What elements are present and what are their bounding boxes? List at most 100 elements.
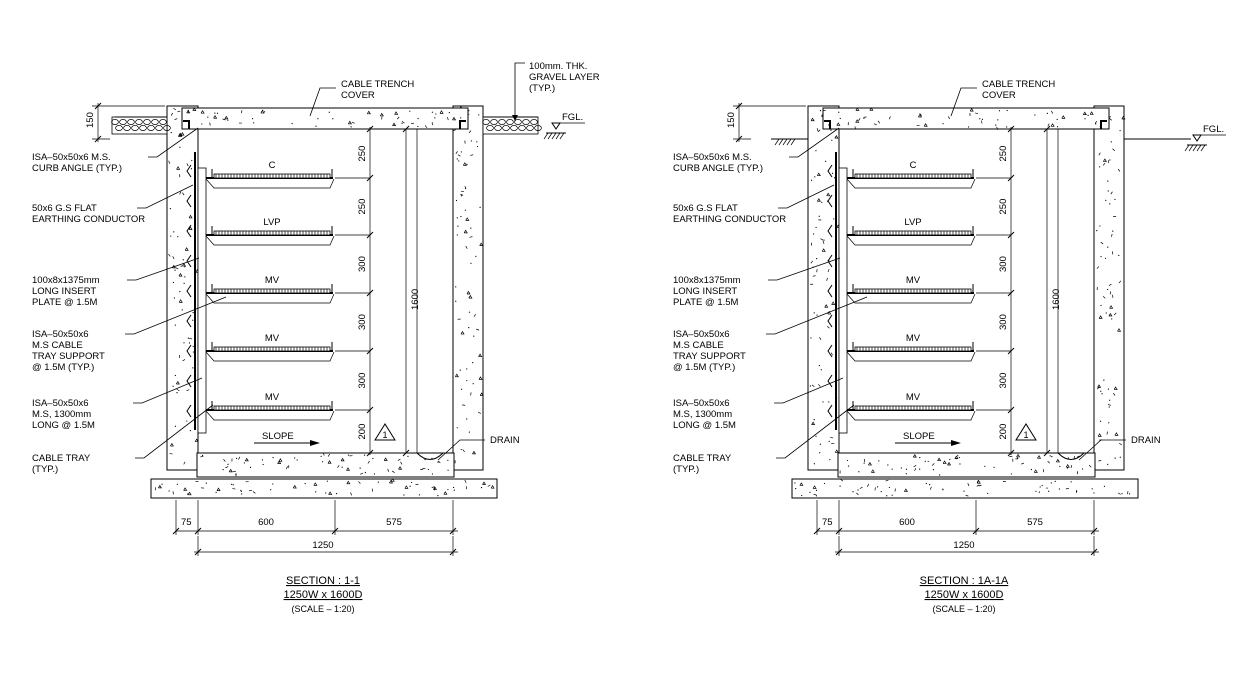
- concrete-dot: [243, 462, 245, 464]
- concrete-aggregate: [1112, 148, 1116, 151]
- concrete-dot: [876, 486, 879, 488]
- concrete-dot: [816, 258, 818, 260]
- concrete-dot: [470, 227, 472, 229]
- concrete-aggregate: [478, 353, 483, 358]
- concrete-dot: [813, 418, 815, 421]
- callout-label-4-3: TRAY SUPPORT: [673, 351, 746, 362]
- tray-lip-right: [330, 284, 333, 294]
- dim-575: 575: [386, 517, 402, 528]
- concrete-aggregate: [179, 191, 182, 195]
- concrete-aggregate: [967, 483, 970, 487]
- gravel-leader: [514, 62, 525, 121]
- concrete-dot: [192, 367, 194, 369]
- concrete-aggregate: [1108, 312, 1113, 317]
- callout-label-4-3: TRAY SUPPORT: [32, 351, 105, 362]
- concrete-aggregate: [366, 110, 371, 115]
- revision-number: 1: [382, 430, 387, 440]
- concrete-aggregate: [468, 294, 473, 299]
- concrete-aggregate: [337, 465, 340, 468]
- concrete-dot: [1006, 126, 1008, 128]
- concrete-aggregate: [168, 253, 171, 257]
- concrete-dot: [455, 286, 457, 288]
- dim-tick: [331, 527, 339, 535]
- dim-tick: [402, 449, 410, 457]
- concrete-aggregate: [473, 314, 476, 317]
- concrete-dot: [1066, 467, 1069, 469]
- concrete-aggregate: [224, 115, 229, 120]
- dim-vertical-3: 300: [998, 256, 1009, 272]
- concrete-aggregate: [827, 326, 830, 329]
- concrete-aggregate: [340, 457, 345, 462]
- concrete-dot: [828, 440, 830, 442]
- ground-hatch: [547, 132, 553, 140]
- concrete-dot: [942, 123, 944, 125]
- concrete-aggregate: [178, 299, 183, 303]
- concrete-dot: [455, 199, 458, 202]
- concrete-aggregate: [172, 491, 174, 495]
- callout-label-1-1: ISA–50x50x6 M.S.: [32, 152, 111, 163]
- concrete-aggregate: [1118, 280, 1122, 284]
- concrete-dot: [888, 486, 890, 489]
- concrete-dot: [205, 482, 207, 484]
- concrete-dot: [963, 490, 965, 492]
- concrete-dot: [364, 471, 366, 474]
- concrete-aggregate: [877, 120, 881, 124]
- concrete-dot: [1059, 465, 1061, 468]
- concrete-dot: [377, 481, 379, 483]
- concrete-aggregate: [1047, 123, 1050, 127]
- concrete-aggregate: [168, 160, 170, 164]
- concrete-aggregate: [313, 482, 318, 486]
- callout-leader-1: [789, 127, 840, 158]
- dim-tick: [1043, 449, 1051, 457]
- tray-label-1: C: [269, 160, 276, 171]
- gravel-stone: [119, 119, 127, 125]
- concrete-dot: [270, 489, 272, 491]
- concrete-aggregate: [482, 481, 487, 485]
- concrete-dot: [231, 483, 233, 485]
- gravel-stone: [498, 119, 506, 125]
- slope-arrow-head: [310, 440, 320, 446]
- concrete-dot: [447, 459, 449, 461]
- concrete-dot: [216, 112, 219, 114]
- dim-tick: [1007, 289, 1015, 297]
- tray-lip-left: [211, 284, 214, 294]
- callout-leader-5: [774, 377, 844, 404]
- concrete-dot: [475, 255, 477, 257]
- concrete-dot: [829, 459, 831, 461]
- tray-label-4: MV: [265, 333, 280, 344]
- gravel-stone: [534, 125, 542, 131]
- earthing-clamp: [827, 284, 833, 298]
- concrete-aggregate: [188, 226, 193, 230]
- concrete-dot: [1110, 141, 1112, 143]
- concrete-dot: [476, 141, 478, 143]
- concrete-dot: [187, 337, 189, 339]
- concrete-dot: [858, 471, 860, 473]
- concrete-aggregate: [824, 304, 829, 308]
- concrete-dot: [818, 364, 820, 367]
- gravel-stone: [127, 119, 135, 125]
- concrete-dot: [819, 452, 821, 454]
- tray-lip-left: [211, 169, 214, 179]
- concrete-dot: [207, 116, 209, 118]
- concrete-dot: [201, 454, 204, 457]
- concrete-dot: [328, 111, 330, 113]
- concrete-aggregate: [433, 486, 438, 490]
- concrete-dot: [1048, 490, 1050, 492]
- concrete-aggregate: [175, 380, 180, 385]
- cover-leader: [950, 87, 977, 117]
- concrete-dot: [315, 491, 317, 493]
- concrete-dot: [1107, 246, 1109, 248]
- concrete-aggregate: [871, 469, 875, 473]
- concrete-dot: [957, 455, 959, 457]
- concrete-dot: [240, 490, 242, 492]
- right-wall: [1093, 105, 1125, 471]
- concrete-dot: [424, 458, 426, 461]
- earthing-clamp: [827, 344, 833, 358]
- revision-triangle: [1015, 423, 1037, 441]
- concrete-dot: [363, 454, 366, 456]
- concrete-dot: [227, 463, 229, 465]
- concrete-aggregate: [1082, 111, 1087, 115]
- concrete-dot: [1016, 457, 1019, 459]
- concrete-dot: [472, 361, 474, 364]
- tray-lip-left: [852, 342, 855, 352]
